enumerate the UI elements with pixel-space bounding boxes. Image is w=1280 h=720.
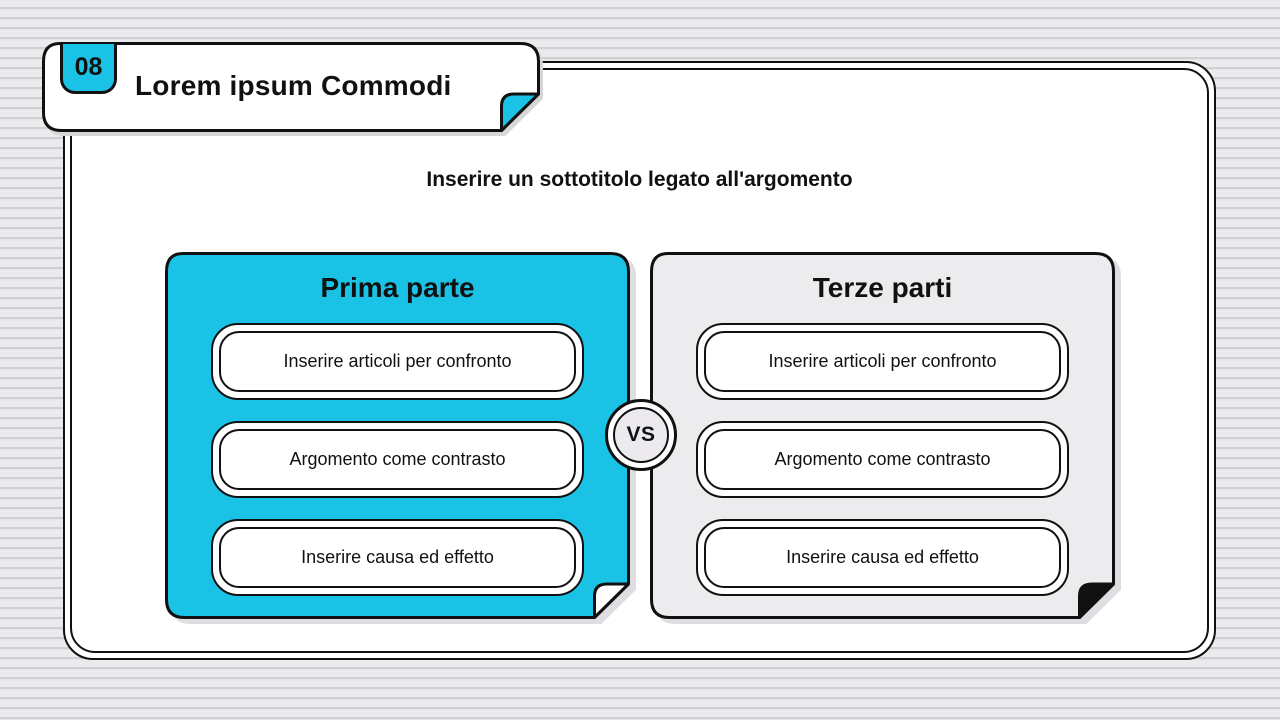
slide-subtitle: Inserire un sottotitolo legato all'argom… <box>426 168 853 191</box>
comparison-item-label: Argomento come contrasto <box>219 429 576 490</box>
slide-number-badge: 08 <box>60 42 117 94</box>
comparison-item-label: Inserire articoli per confronto <box>704 331 1061 392</box>
comparison-item-label: Argomento come contrasto <box>704 429 1061 490</box>
comparison-item: Inserire articoli per confronto <box>211 323 584 400</box>
folded-corner-icon <box>593 582 630 619</box>
comparison-item: Argomento come contrasto <box>211 421 584 498</box>
slide-title: Lorem ipsum Commodi <box>135 70 452 101</box>
panel-title: Terze parti <box>812 272 953 303</box>
vs-label: VS <box>613 407 669 463</box>
vs-badge: VS <box>605 399 677 471</box>
slide-header-tab: 08 Lorem ipsum Commodi <box>42 42 540 132</box>
comparison-item-list: Inserire articoli per confronto Argoment… <box>696 323 1069 596</box>
header-tab-shape <box>42 42 540 132</box>
comparison-item-label: Inserire articoli per confronto <box>219 331 576 392</box>
folded-corner-icon <box>500 92 540 132</box>
panel-terze-parti: Terze parti Inserire articoli per confro… <box>650 252 1115 619</box>
comparison-item: Inserire causa ed effetto <box>696 519 1069 596</box>
comparison-item-label: Inserire causa ed effetto <box>219 527 576 588</box>
comparison-item: Inserire articoli per confronto <box>696 323 1069 400</box>
comparison-item: Inserire causa ed effetto <box>211 519 584 596</box>
comparison-item: Argomento come contrasto <box>696 421 1069 498</box>
comparison-item-list: Inserire articoli per confronto Argoment… <box>211 323 584 596</box>
slide-number: 08 <box>74 53 103 81</box>
panel-title: Prima parte <box>320 272 475 303</box>
folded-corner-icon <box>1078 582 1115 619</box>
comparison-item-label: Inserire causa ed effetto <box>704 527 1061 588</box>
panel-prima-parte: Prima parte Inserire articoli per confro… <box>165 252 630 619</box>
